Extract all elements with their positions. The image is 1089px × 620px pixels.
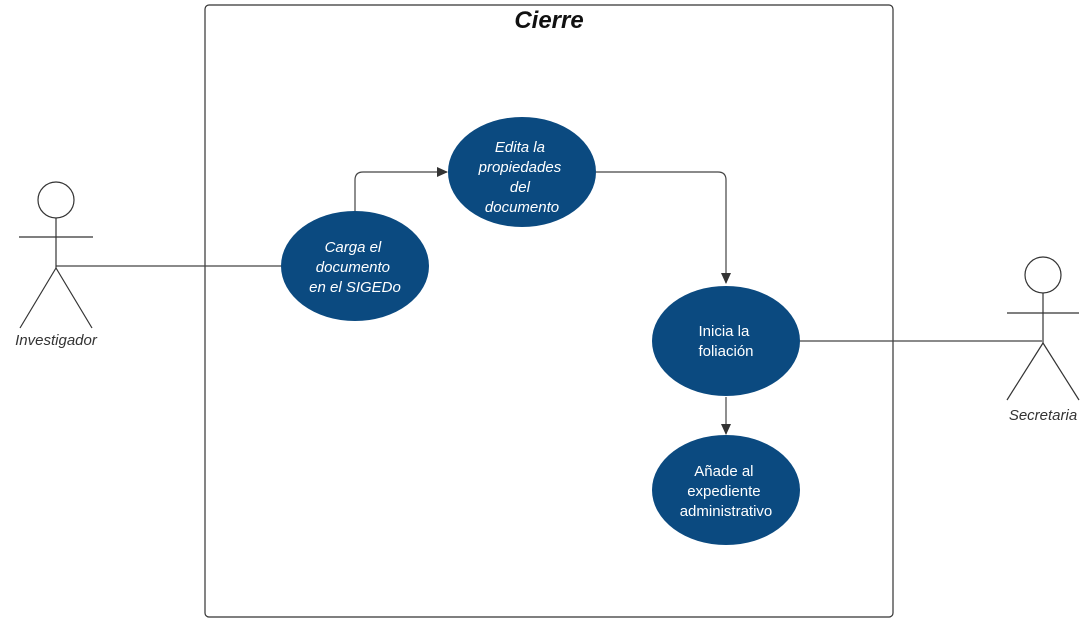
system-title: Cierre — [514, 7, 583, 34]
use-case-edita-propiedades[interactable]: Edita la propiedades del documento — [448, 117, 596, 227]
svg-text:Inicia la foliación: Inicia la foliación — [698, 323, 753, 360]
actor-investigador — [19, 181, 93, 329]
use-case-label-line: en el SIGEDo — [309, 279, 401, 296]
use-case-label-line: Edita la — [495, 139, 545, 156]
svg-text:Añade al expediente: Añade al expediente administrativo — [680, 463, 773, 520]
use-case-carga-documento[interactable]: Carga el documento en el SIGEDo — [281, 211, 429, 321]
actor-head — [37, 181, 75, 219]
system-boundary — [204, 4, 894, 618]
use-case-label-line: documento — [316, 259, 390, 276]
use-case-label-line: del — [510, 179, 531, 196]
use-case-label-line: documento — [485, 199, 559, 216]
connectors — [56, 167, 1042, 435]
actor-secretaria — [1006, 256, 1080, 401]
svg-text:Carga el documento: Carga el documento en el SIGEDo — [309, 239, 401, 296]
actor-secretaria-label: Secretaria — [1009, 407, 1077, 424]
use-case-label-line: administrativo — [680, 503, 773, 520]
use-case-inicia-foliacion[interactable]: Inicia la foliación — [652, 286, 800, 396]
use-case-label-line: Inicia la — [698, 323, 750, 340]
relation-edita-inicia — [596, 171, 731, 284]
actor-head — [1024, 256, 1062, 294]
use-case-label-line: Carga el — [325, 239, 382, 256]
relation-carga-edita — [354, 167, 448, 224]
use-case-anade-expediente[interactable]: Añade al expediente administrativo — [652, 435, 800, 545]
use-case-label-line: foliación — [698, 343, 753, 360]
use-case-label-line: propiedades — [478, 159, 562, 176]
use-case-label-line: expediente — [687, 483, 760, 500]
use-case-label-line: Añade al — [694, 463, 753, 480]
svg-text:Edita la propiedades: Edita la propiedades del documento — [478, 139, 566, 216]
actor-investigador-label: Investigador — [15, 332, 98, 349]
